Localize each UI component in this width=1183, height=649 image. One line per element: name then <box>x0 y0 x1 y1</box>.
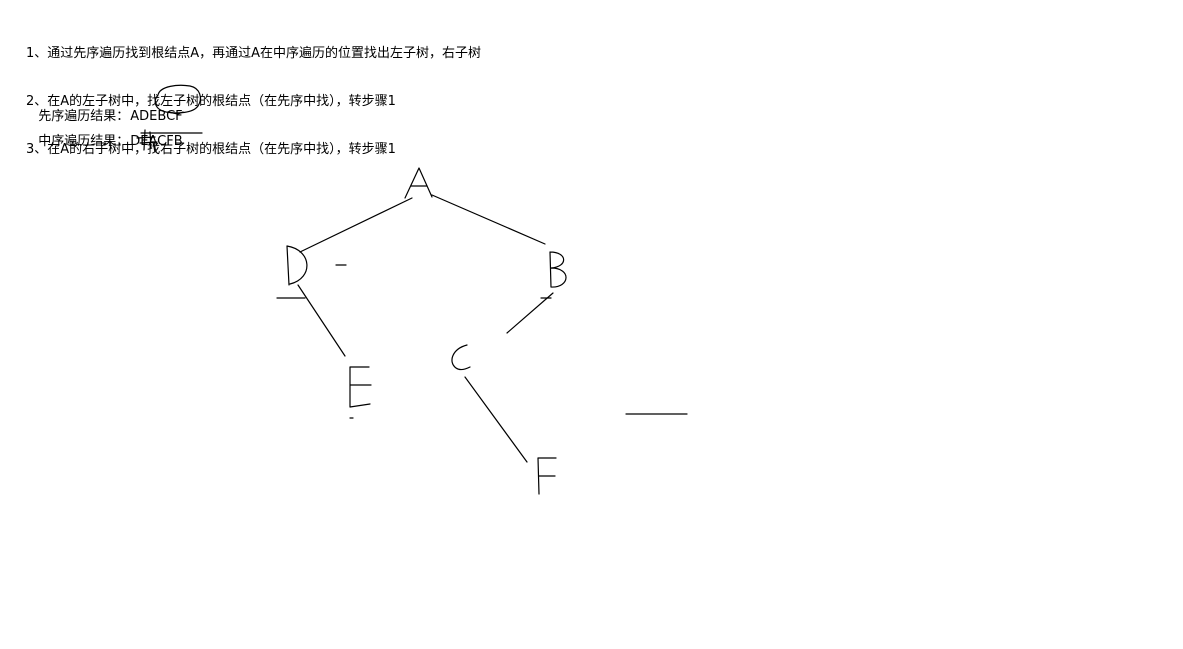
steps-text: 1、通过先序遍历找到根结点A，再通过A在中序遍历的位置找出左子树，右子树 2、在… <box>26 14 481 174</box>
preorder-result: 先序遍历结果：ADEBCF <box>30 93 182 125</box>
step-2: 2、在A的左子树中，找左子树的根结点（在先序中找），转步骤1 <box>26 94 396 109</box>
node-d <box>286 245 308 286</box>
step-1: 1、通过先序遍历找到根结点A，再通过A在中序遍历的位置找出左子树，右子树 <box>26 46 482 61</box>
preorder-circle-tail <box>167 111 184 115</box>
inorder-scribble-mark <box>136 129 158 153</box>
edge-a-b <box>431 194 546 245</box>
node-b <box>549 251 567 288</box>
preorder-label: 先序遍历结果： <box>38 109 130 124</box>
node-e <box>349 366 372 419</box>
edge-c-f <box>464 376 528 463</box>
preorder-circle-mark <box>154 84 201 114</box>
edge-b-c <box>506 292 554 334</box>
inorder-label: 中序遍历结果： <box>38 134 130 149</box>
node-f <box>537 457 557 495</box>
edge-a-d <box>299 197 413 253</box>
edge-d-e <box>297 284 346 357</box>
node-c <box>451 344 471 371</box>
node-a <box>404 167 433 199</box>
step-3: 3、在A的右子树中，找右子树的根结点（在先序中找），转步骤1 <box>26 142 396 157</box>
